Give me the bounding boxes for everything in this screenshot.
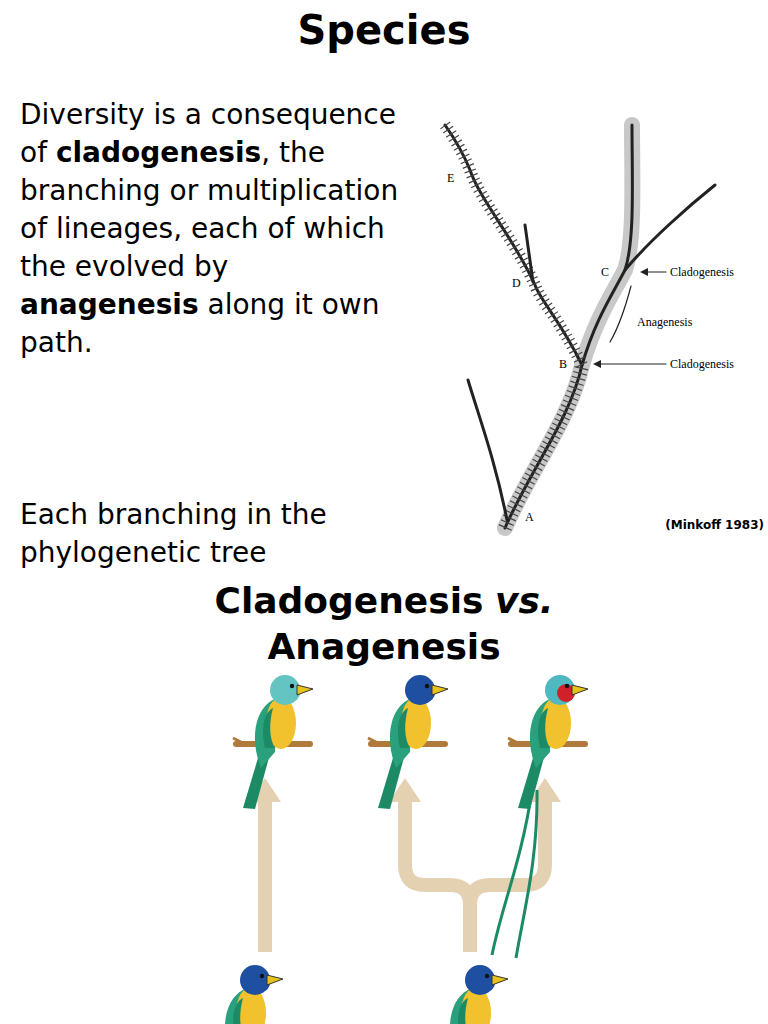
lineage-band: [505, 125, 632, 528]
body-text: cladogenesis: [56, 136, 261, 169]
slide-title: Species: [0, 6, 768, 54]
node-letter: B: [559, 357, 567, 371]
process-label: Cladogenesis: [670, 357, 734, 371]
process-label: Cladogenesis: [670, 265, 734, 279]
ancestor-bird: [203, 965, 283, 1024]
descendant-bird: [508, 675, 588, 809]
cladogenesis-arrow: [470, 800, 545, 952]
body-text: anagenesis: [20, 288, 199, 321]
node-letter: E: [447, 171, 454, 185]
citation: (Minkoff 1983): [665, 518, 764, 532]
slide-title: vs.: [495, 580, 554, 621]
slide-title: Anagenesis: [0, 624, 768, 670]
slide-title: Cladogenesis: [214, 580, 483, 621]
hatching: [445, 125, 582, 365]
lineage-line: [625, 185, 715, 270]
ancestor-bird: [428, 965, 508, 1024]
pointer-arrow: [597, 363, 666, 364]
body-text-group: Diversity is a consequence of cladogenes…: [20, 96, 405, 362]
arrow-heads: [249, 778, 561, 802]
process-label: Anagenesis: [637, 315, 692, 329]
node-letter: A: [525, 510, 534, 524]
arrow-head: [640, 268, 648, 276]
lineage-line: [468, 380, 507, 520]
node-letter: C: [601, 265, 609, 279]
tail-streamers: [492, 790, 537, 958]
anagenesis-arrow: [258, 800, 272, 952]
span-bracket: [610, 286, 631, 342]
lineage-line: [445, 125, 582, 365]
phylogenetic-tree: [445, 125, 715, 528]
slide-title-group: Cladogenesis vs.Anagenesis: [0, 578, 768, 670]
cladogenesis-arrow: [405, 800, 470, 952]
lineage-line: [505, 125, 632, 528]
descendant-bird: [368, 675, 448, 809]
ancestor-descendant-bird: [233, 675, 313, 809]
evolution-arrows: [265, 800, 545, 952]
lineage-line: [525, 225, 533, 282]
body-text: Each branching in the phylogenetic tree: [20, 496, 405, 572]
node-letter: D: [512, 276, 521, 290]
arrow-head: [593, 360, 601, 368]
hatching: [505, 365, 582, 528]
